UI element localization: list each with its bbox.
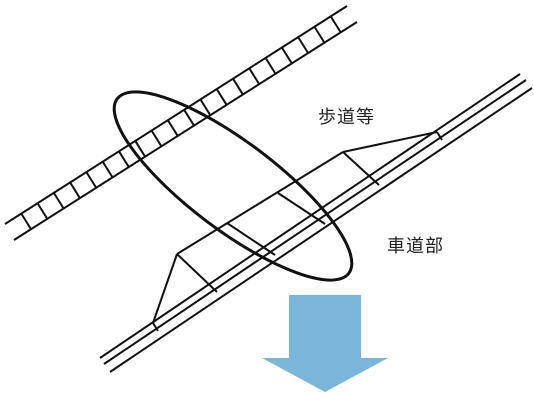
ladder-rung — [134, 140, 147, 158]
label-roadway: 車道部 — [387, 236, 444, 257]
ladder-rung — [248, 67, 261, 85]
sidewalk-left-ramp — [152, 253, 178, 324]
sidewalk-top-ramp — [342, 131, 438, 153]
road-edge-3 — [109, 87, 533, 373]
ladder-rung — [85, 171, 98, 189]
ladder-rail-upper — [4, 5, 348, 225]
ladder-rung — [329, 15, 342, 33]
ladder-rail-lower — [13, 21, 358, 241]
sidewalk-right-cap — [436, 131, 443, 141]
ladder-rung — [183, 109, 195, 127]
ladder-rung — [199, 98, 212, 116]
road-structure — [99, 73, 533, 373]
ladder-rung — [215, 88, 228, 106]
ladder-rung — [53, 192, 65, 210]
down-arrow-icon — [262, 295, 388, 392]
ladder-rung — [297, 36, 309, 54]
label-sidewalk: 歩道等 — [318, 107, 375, 128]
ladder-rung — [36, 202, 49, 220]
ladder-rung — [20, 213, 33, 231]
ladder-rung — [281, 46, 293, 65]
highlight-ellipse — [112, 90, 354, 282]
joint-line-2 — [277, 192, 326, 225]
ladder-rungs — [20, 15, 342, 231]
sidewalk-top-edge — [176, 151, 344, 255]
ladder-track — [4, 5, 358, 241]
ladder-rung — [167, 119, 179, 137]
sidewalk-left-cap — [152, 322, 159, 332]
road-edge-2 — [103, 79, 527, 365]
ladder-rung — [150, 130, 163, 148]
road-edge-1 — [99, 73, 521, 359]
ladder-rung — [313, 26, 326, 44]
ladder-rung — [101, 161, 114, 179]
joint-line-1 — [226, 222, 276, 256]
sidewalk-right-curb — [342, 151, 380, 186]
ladder-rung — [232, 78, 244, 96]
ladder-rung — [69, 181, 81, 200]
sidewalk-left-curb — [176, 253, 218, 293]
ladder-rung — [264, 57, 277, 75]
ladder-rung — [118, 150, 130, 168]
